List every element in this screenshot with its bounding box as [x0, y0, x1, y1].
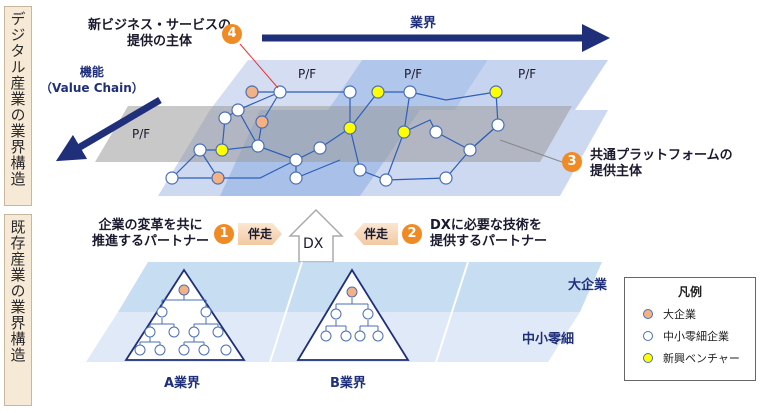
- side-label-digital-text: デジタル産業の業界構造: [8, 11, 27, 187]
- network-nodes: [165, 85, 505, 187]
- dx-label: DX: [303, 236, 324, 252]
- node-large: [255, 115, 269, 129]
- partner-1-line1: 企業の変革を共に: [98, 218, 203, 233]
- node-sme: [353, 163, 367, 177]
- dx-arrow: [288, 208, 344, 263]
- node-sme: [343, 85, 357, 99]
- common-platform-line1: 共通プラットフォームの: [590, 148, 733, 163]
- legend-item-sme: 中小零細企業: [643, 328, 755, 344]
- function-arrow: [55, 96, 162, 162]
- partner-1-label: 企業の変革を共に 推進するパートナー: [92, 218, 209, 250]
- legend-dot-large: [643, 309, 653, 319]
- badge-3: 3: [562, 152, 582, 172]
- side-label-digital: デジタル産業の業界構造: [4, 6, 32, 206]
- large-enterprise-label: 大企業: [568, 278, 608, 293]
- industry-axis-label: 業界: [410, 16, 437, 31]
- pf-label-common: P/F: [132, 127, 151, 141]
- function-axis-label: 機能 （Value Chain）: [40, 64, 144, 96]
- node-sme: [218, 111, 232, 125]
- node-venture: [343, 121, 357, 135]
- node-sme: [403, 85, 417, 99]
- legend-dot-venture: [643, 353, 653, 363]
- node-venture: [397, 125, 411, 139]
- node-venture: [215, 143, 229, 157]
- legend-label-sme: 中小零細企業: [663, 330, 729, 343]
- function-axis-line1: 機能: [79, 65, 104, 79]
- badge-4: 4: [222, 24, 242, 44]
- node-sme: [313, 141, 327, 155]
- badge-2: 2: [402, 224, 422, 244]
- node-large: [245, 85, 259, 99]
- node-sme: [165, 171, 179, 185]
- leader-line-3: [499, 139, 563, 163]
- industry-a-triangle: [124, 268, 246, 361]
- legend-label-large: 大企業: [663, 308, 696, 321]
- sme-label: 中小零細: [522, 332, 575, 347]
- new-business-line2: 提供の主体: [127, 34, 193, 49]
- industry-divider: [269, 261, 303, 363]
- side-label-existing: 既存産業の業界構造: [4, 214, 32, 406]
- node-sme: [193, 143, 207, 157]
- pf-plane-1: [210, 60, 362, 110]
- new-business-line1: 新ビジネス・サービスの: [88, 18, 232, 33]
- node-sme: [289, 153, 303, 167]
- legend-label-venture: 新興ベンチャー: [663, 352, 740, 365]
- node-sme: [491, 118, 505, 132]
- legend-item-venture: 新興ベンチャー: [643, 350, 755, 366]
- partner-2-line2: 提供するパートナー: [430, 234, 548, 249]
- node-sme: [439, 171, 453, 185]
- accompany-arrow-left: 伴走: [238, 223, 282, 245]
- industry-b-label: B業界: [330, 376, 366, 391]
- node-sme: [251, 139, 265, 153]
- node-sme: [429, 125, 443, 139]
- node-sme: [231, 103, 245, 117]
- pf-label-1: P/F: [298, 67, 317, 81]
- node-venture: [371, 85, 385, 99]
- node-venture: [489, 85, 503, 99]
- common-platform-line2: 提供主体: [590, 164, 643, 179]
- partner-2-line1: DXに必要な技術を: [430, 218, 542, 233]
- industry-a-label: A業界: [164, 376, 201, 391]
- new-business-label: 新ビジネス・サービスの 提供の主体: [88, 18, 231, 50]
- node-sme: [379, 173, 393, 187]
- pf-label-3: P/F: [518, 67, 537, 81]
- industry-divider: [435, 261, 469, 363]
- legend-item-large: 大企業: [643, 306, 755, 322]
- partner-2-label: DXに必要な技術を 提供するパートナー: [430, 218, 547, 250]
- partner-1-line2: 推進するパートナー: [92, 234, 210, 249]
- node-sme: [289, 171, 303, 185]
- leader-line-4: [239, 43, 279, 89]
- node-sme: [463, 143, 477, 157]
- legend: 凡例 大企業 中小零細企業 新興ベンチャー: [624, 277, 756, 381]
- function-axis-line2: （Value Chain）: [40, 81, 144, 95]
- common-platform-label: 共通プラットフォームの 提供主体: [590, 148, 733, 180]
- accompany-arrow-right: 伴走: [354, 223, 398, 245]
- legend-dot-sme: [643, 331, 653, 341]
- node-large: [211, 171, 225, 185]
- node-sme: [273, 85, 287, 99]
- side-label-existing-text: 既存産業の業界構造: [8, 219, 27, 363]
- tree-a: [134, 284, 232, 356]
- badge-1: 1: [214, 224, 234, 244]
- common-pf-band: [95, 106, 572, 162]
- pf-label-2: P/F: [404, 67, 423, 81]
- tree-b: [320, 286, 384, 342]
- legend-title: 凡例: [677, 285, 702, 299]
- pf-plane-2: [328, 60, 488, 110]
